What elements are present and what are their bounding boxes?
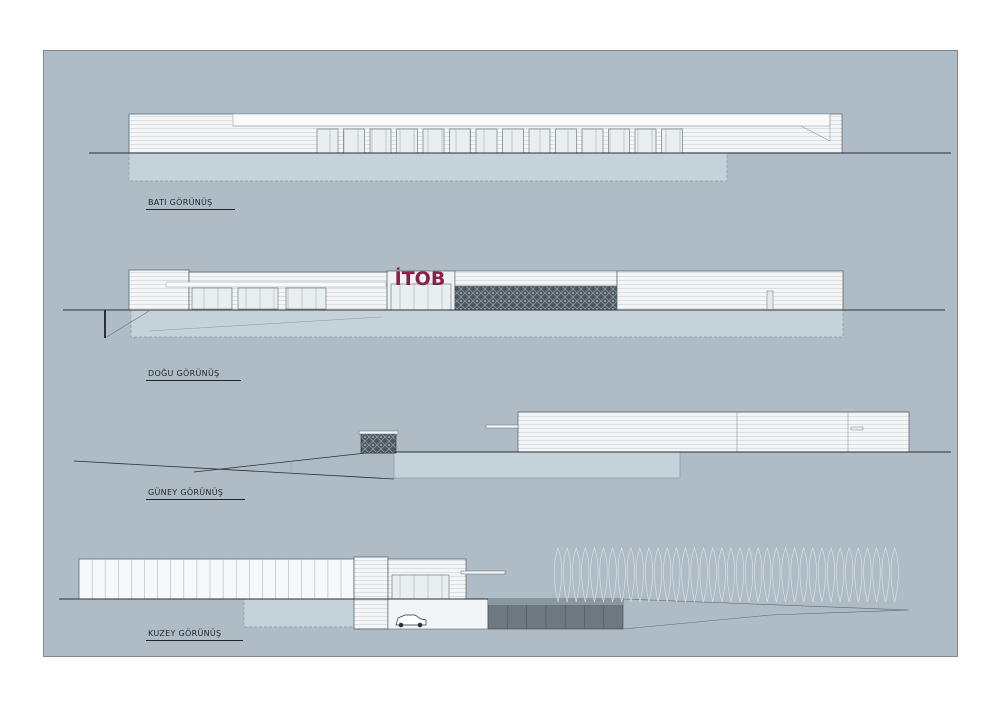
tree [590,547,599,603]
entrance-glazing [391,574,450,600]
tree-row [553,547,899,603]
tree [644,547,654,603]
view-label-east: DOĞU GÖRÜNÜŞ [146,369,242,381]
window [661,128,683,154]
elevation-drawings: İTOB [59,113,951,630]
door [766,290,774,311]
tree [872,547,881,603]
window [581,128,604,154]
window [502,128,524,154]
tree [890,547,899,603]
canopy-edge [233,114,831,142]
mullion-row [91,559,342,599]
elevation-west [89,113,951,182]
car-icon [395,614,427,628]
tree [817,547,826,603]
tree [735,547,745,603]
link-block [353,556,389,630]
window [449,128,471,154]
tree [708,547,717,603]
tree [690,547,699,603]
ramp-line [148,316,382,332]
tree [699,547,708,603]
canopy [460,570,506,575]
window [343,128,365,154]
window-group [191,287,327,310]
tree [845,547,854,603]
basement-outline [243,598,355,628]
brand-logo: İTOB [395,266,446,290]
main-volume [517,411,910,453]
tree [572,547,581,603]
tree [608,547,617,603]
window [369,128,392,154]
tree [863,547,872,603]
canopy [232,113,831,127]
tree [654,547,663,603]
tree [808,547,817,603]
window [316,128,339,154]
tree [790,547,799,603]
tree [617,547,626,603]
tree [553,547,563,603]
window [555,128,577,154]
elevation-south [73,411,951,480]
entrance-glazing [390,283,452,311]
window [396,128,418,154]
tree [772,547,781,603]
view-label-south: GÜNEY GÖRÜNÜŞ [146,488,246,500]
tree [563,547,572,603]
tree [681,547,690,603]
window [528,128,551,154]
tree [599,547,608,603]
tree [726,547,735,603]
tree [854,547,863,603]
basement-outline [393,451,681,479]
window [634,128,657,154]
view-label-north: KUZEY GÖRÜNÜŞ [146,629,244,641]
window [608,128,630,154]
tree [581,547,590,603]
tree [745,547,754,603]
tree [672,547,681,603]
wall-cap [488,599,623,605]
tree [754,547,763,603]
landscape-slope [622,598,910,630]
tree [836,547,845,603]
window-row [316,128,683,154]
terrain-profile [73,452,395,480]
left-block [128,269,190,311]
tree [663,547,672,603]
canopy [485,424,519,429]
small-pavilion [360,432,397,454]
tree [781,547,790,603]
main-volume [616,270,844,311]
drawing-sheet: İTOB [43,50,958,657]
tree [826,547,836,603]
upper-facade [454,270,618,287]
view-label-west: BATI GÖRÜNÜŞ [146,198,235,210]
ramp-line [104,310,150,339]
tree [717,547,726,603]
canopy [165,281,387,288]
window [422,128,445,154]
window [475,128,498,154]
wall-panel-row [506,605,605,629]
tree [763,547,772,603]
basement-outline [130,309,844,338]
door [850,426,864,431]
tree [881,547,890,603]
glazed-volume [78,558,355,600]
basement-outline [128,152,728,182]
elevation-east: İTOB [63,266,945,339]
tree [626,547,635,603]
tree [799,547,808,603]
elevation-north [59,547,910,630]
pavilion-roof [358,430,399,435]
perforated-cladding [454,285,618,311]
tree [635,547,644,603]
